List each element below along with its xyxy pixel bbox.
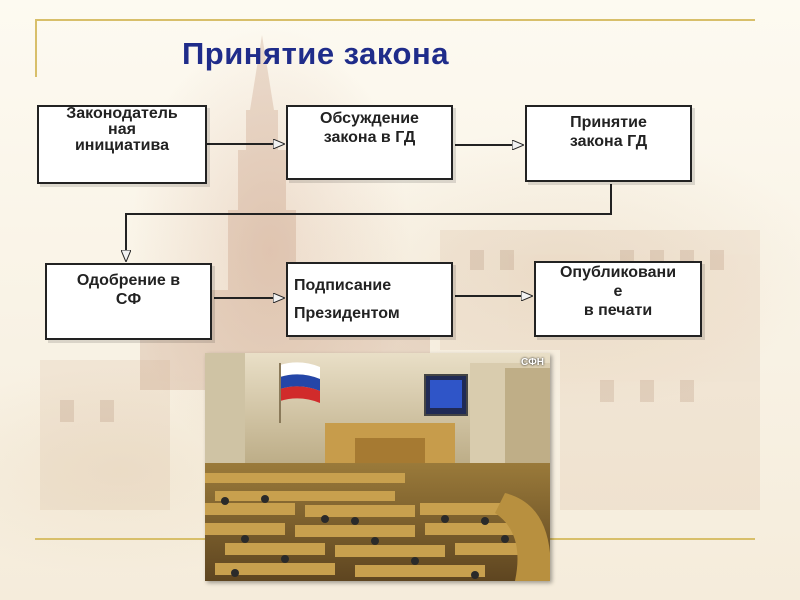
step-label-line: Одобрение в — [76, 272, 181, 289]
step-label-line: СФ — [115, 291, 142, 308]
arrow-3-to-4 — [126, 184, 612, 261]
slide-title: Принятие закона — [182, 36, 449, 71]
russian-flag — [279, 362, 320, 423]
step-label-line: Принятие — [570, 114, 647, 131]
step-label-line: Опубликовани — [559, 264, 677, 281]
step-label-line: закона ГД — [569, 133, 648, 150]
step-label-line: Президентом — [294, 305, 400, 322]
frame-line-left — [35, 19, 37, 77]
frame-line-top — [35, 19, 755, 21]
step-label-line: инициатива — [74, 137, 170, 154]
step-label-line: закона в ГД — [323, 129, 416, 146]
step-discussion-in-duma: Обсуждение закона в ГД — [286, 105, 453, 180]
step-approval-by-federation-council: Одобрение в СФ — [45, 263, 212, 340]
channel-logo: СФН — [521, 357, 544, 368]
step-signing-by-president: Подписание Президентом — [286, 262, 453, 337]
step-publication-in-press: Опубликовани е в печати — [534, 261, 702, 337]
duma-hall-photo: СФН — [205, 353, 550, 581]
step-label-line: Обсуждение — [320, 110, 419, 127]
step-label-line: в печати — [583, 302, 653, 319]
step-label-line: Подписание — [294, 277, 392, 294]
duma-hall-illustration — [205, 353, 550, 581]
step-label-line: е — [613, 283, 623, 300]
step-adoption-by-duma: Принятие закона ГД — [525, 105, 692, 182]
step-label-line: Законодатель — [66, 105, 178, 122]
step-legislative-initiative: Законодатель ная инициатива — [37, 105, 207, 184]
step-label-line: ная — [108, 121, 136, 138]
